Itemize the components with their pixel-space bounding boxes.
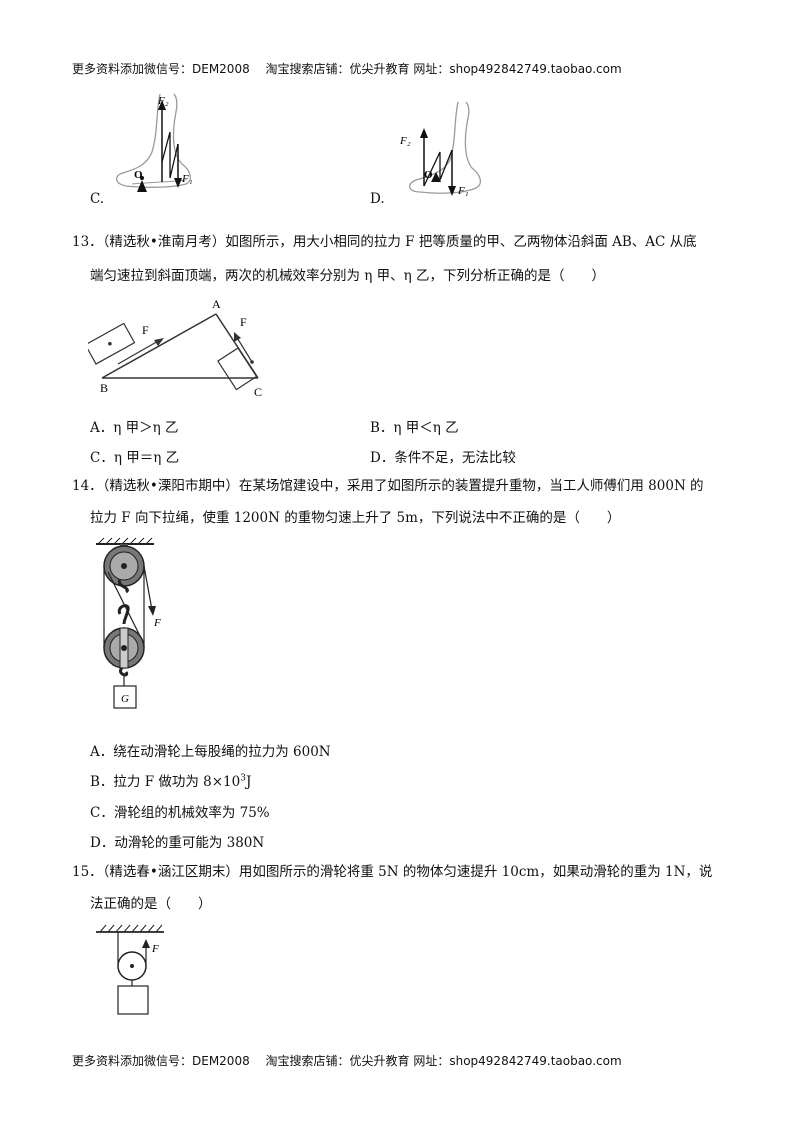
q15-stem-line1: 15．（精选春•涵江区期末）用如图所示的滑轮将重 5N 的物体匀速提升 10cm…	[72, 864, 713, 880]
q12-option-c-label: C.	[90, 191, 105, 207]
q14-stem-line1: 14．（精选秋•溧阳市期中）在某场馆建设中，采用了如图所示的装置提升重物，当工人…	[72, 478, 704, 494]
q13-stem-line2: 端匀速拉到斜面顶端，两次的机械效率分别为 η 甲、η 乙，下列分析正确的是（ ）	[90, 268, 606, 284]
q14-option-a: A．绕在动滑轮上每股绳的拉力为 600N	[90, 744, 331, 760]
q14-option-c: C．滑轮组的机械效率为 75%	[90, 805, 270, 821]
q12d-pivot-label: O	[424, 169, 433, 181]
q14-option-b-unit: J	[245, 774, 252, 790]
q13-option-a: A．η 甲＞η 乙	[90, 420, 179, 436]
page-footer: 更多资料添加微信号：DEM2008 淘宝搜索店铺：优尖升教育 网址：shop49…	[72, 1054, 622, 1068]
q13-incline-figure: F F A B C	[88, 297, 262, 399]
q14-weight-label: G	[121, 693, 129, 705]
q14-option-d: D．动滑轮的重可能为 380N	[90, 835, 265, 851]
q12d-f1-label: F₁	[457, 185, 469, 197]
q12d-f2-label: F₂	[399, 135, 411, 147]
q12c-f2-label: F₂	[157, 95, 169, 107]
q12-figure-d: F₂ F₁ O	[399, 101, 482, 197]
q13-option-c: C．η 甲＝η 乙	[90, 450, 180, 466]
q12-option-d-label: D.	[370, 191, 385, 207]
q13-label-c: C	[254, 385, 262, 399]
q15-stem-line2: 法正确的是（ ）	[90, 896, 212, 912]
q14-option-b-exponent: 3	[240, 773, 246, 784]
q15-pulley-figure: F	[96, 924, 164, 1015]
q14-stem-line2: 拉力 F 向下拉绳，使重 1200N 的重物匀速上升了 5m，下列说法中不正确的…	[90, 510, 621, 526]
q12-figure-c: F₂ F₁ O	[115, 93, 193, 192]
q13-option-d: D．条件不足，无法比较	[370, 450, 516, 466]
page-header: 更多资料添加微信号：DEM2008 淘宝搜索店铺：优尖升教育 网址：shop49…	[72, 62, 622, 76]
q14-option-b: B．拉力 F 做功为 8×103J	[90, 770, 252, 791]
q13-option-b: B．η 甲＜η 乙	[370, 420, 459, 436]
q13-label-b: B	[100, 381, 108, 395]
q12c-pivot-label: O	[134, 169, 143, 181]
q14-force-label: F	[153, 617, 161, 629]
q13-force-left-label: F	[142, 323, 149, 337]
q13-stem-line1: 13．（精选秋•淮南月考）如图所示，用大小相同的拉力 F 把等质量的甲、乙两物体…	[72, 234, 697, 250]
q14-pulley-figure: F G	[96, 537, 161, 709]
q13-label-a: A	[212, 297, 221, 311]
q15-force-label: F	[151, 943, 159, 955]
q12c-f1-label: F₁	[181, 173, 193, 185]
q14-option-b-text: B．拉力 F 做功为 8×10	[90, 774, 241, 790]
q13-force-right-label: F	[240, 315, 247, 329]
